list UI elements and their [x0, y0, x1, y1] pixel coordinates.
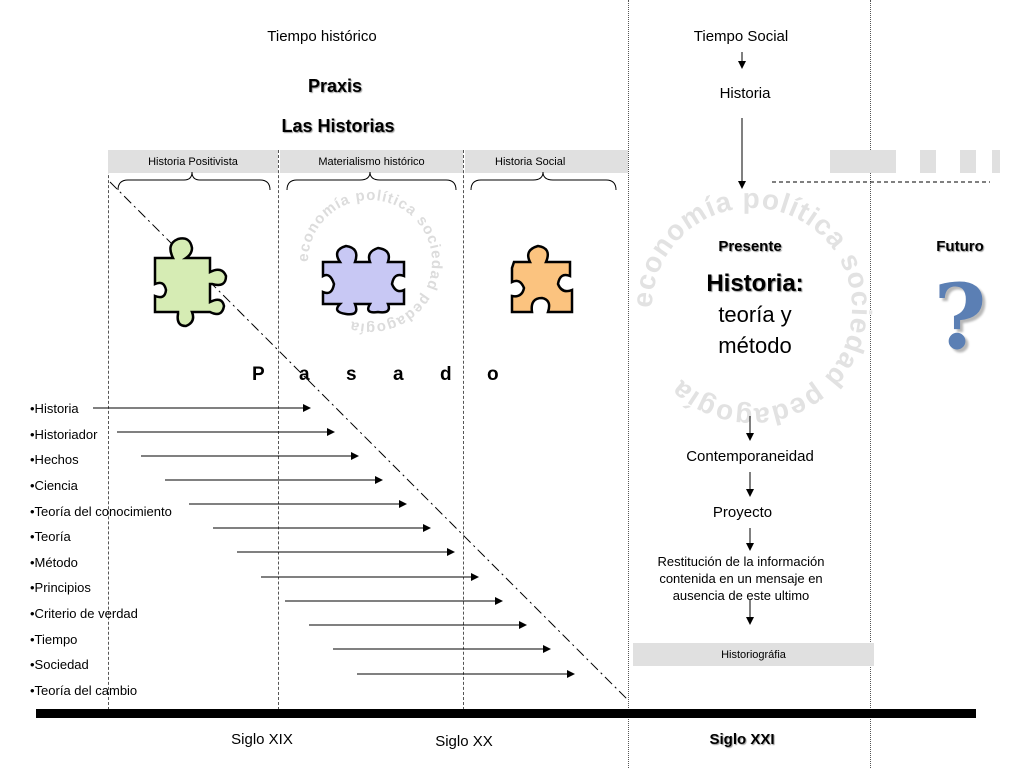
- concept-item: •Sociedad: [30, 657, 89, 672]
- pasado-letter: o: [487, 364, 499, 385]
- metodo-text: método: [718, 333, 792, 358]
- praxis-title: Praxis: [307, 76, 363, 96]
- timeline-bar: [36, 709, 976, 718]
- concept-item: •Historia: [30, 401, 79, 416]
- puzzle-piece-orange: [510, 244, 574, 314]
- concept-item: •Teoría del conocimiento: [30, 504, 172, 519]
- question-mark-icon: ?: [933, 264, 987, 370]
- teoria-y-text: teoría y: [718, 302, 792, 327]
- las-historias-title: Las Historias: [281, 116, 395, 136]
- concept-item: •Historiador: [30, 427, 98, 442]
- puzzle-piece-blue: [321, 244, 406, 316]
- historia-label: Historia: [719, 85, 771, 102]
- contemporaneidad-label: Contemporaneidad: [686, 448, 814, 465]
- pasado-letter: a: [393, 364, 404, 385]
- divider-presente: [628, 0, 629, 768]
- historiografia-bar: Historiográfia: [633, 643, 874, 666]
- divider-materialismo: [278, 150, 279, 710]
- brace-social: [470, 171, 617, 191]
- historia-teoria-title: Historia:: [706, 270, 804, 297]
- siglo-xx-label: Siglo XX: [435, 733, 493, 750]
- brace-materialismo: [286, 171, 457, 191]
- divider-positivista: [108, 150, 109, 710]
- future-dash-block-4: [992, 150, 1000, 173]
- futuro-label: Futuro: [936, 238, 984, 255]
- concept-item: •Criterio de verdad: [30, 606, 138, 621]
- pasado-letter: d: [440, 364, 452, 385]
- concept-item: •Teoría del cambio: [30, 683, 138, 698]
- proyecto-label: Proyecto: [712, 504, 773, 521]
- concept-item: •Tiempo: [30, 632, 78, 647]
- future-dash-block-1: [830, 150, 896, 173]
- tiempo-social-label: Tiempo Social: [693, 28, 789, 45]
- historia-positivista-bar: Historia Positivista: [108, 150, 278, 173]
- restitucion-line-2: contenida en un mensaje en: [659, 571, 823, 586]
- pasado-letter: P: [252, 364, 265, 385]
- concept-item: •Teoría: [30, 529, 71, 544]
- siglo-xxi-label: Siglo XXI: [709, 731, 775, 748]
- tiempo-historico-label: Tiempo histórico: [267, 28, 377, 45]
- divider-futuro: [870, 0, 871, 768]
- divider-social: [463, 150, 464, 710]
- materialismo-historico-bar: Materialismo histórico: [280, 150, 463, 173]
- concept-item: •Principios: [30, 580, 91, 595]
- concept-item: •Hechos: [30, 452, 79, 467]
- brace-positivista: [117, 171, 271, 191]
- pasado-letter: s: [346, 364, 357, 385]
- presente-label: Presente: [718, 238, 782, 255]
- concept-item: •Ciencia: [30, 478, 78, 493]
- future-dash-block-3: [960, 150, 976, 173]
- concept-item: •Método: [30, 555, 78, 570]
- restitucion-line-1: Restitución de la información: [657, 554, 825, 569]
- pasado-letter: a: [299, 364, 310, 385]
- puzzle-piece-green: [153, 237, 228, 328]
- historia-social-bar: Historia Social: [465, 150, 628, 173]
- future-dash-block-2: [920, 150, 936, 173]
- restitucion-line-3: ausencia de este ultimo: [672, 588, 810, 603]
- siglo-xix-label: Siglo XIX: [231, 731, 293, 748]
